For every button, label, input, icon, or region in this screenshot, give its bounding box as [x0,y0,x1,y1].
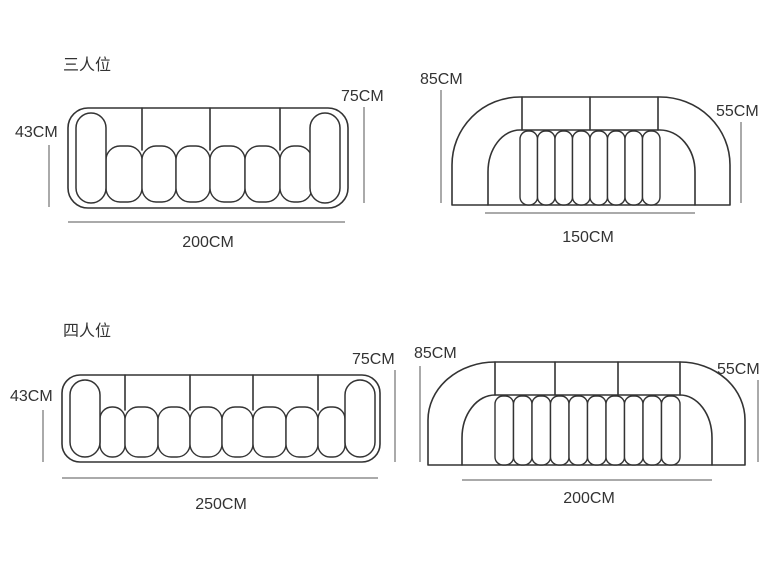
sofa-outline [67,107,349,209]
seat-cushion [285,406,319,458]
seat-cushion [99,406,126,458]
seat-cushion [189,406,223,458]
bottom-dimension-label: 150CM [562,229,614,246]
seat-cushion [589,130,609,206]
seat-cushion [519,130,539,206]
sofa-outline [61,374,381,463]
left-dimension-label: 43CM [10,388,53,405]
section-title: 四人位 [63,321,111,340]
seat-cushion [606,130,626,206]
seat-cushion [512,395,533,466]
seat-cushion [624,130,644,206]
front-view-sofa [61,374,381,463]
bottom-dimension-label: 250CM [195,496,247,513]
seat-cushion [252,406,287,458]
seat-cushion [531,395,552,466]
left-dimension-label: 85CM [414,345,457,362]
left-dimension-label: 85CM [420,71,463,88]
right-dimension-label: 75CM [352,351,395,368]
right-dimension-label: 55CM [717,361,760,378]
seat-cushion [641,130,661,206]
bottom-dimension-label: 200CM [182,234,234,251]
seat-cushion [279,145,313,203]
seat-cushion [554,130,574,206]
right-arm [344,379,376,458]
front-view-sofa [67,107,349,209]
seat-cushion [244,145,281,203]
curved-view-sofa [451,96,731,206]
left-arm [75,112,107,204]
section-four-seater: 四人位 43CM 75CM 250CM [10,321,760,513]
seat-cushion [157,406,191,458]
seat-cushion [571,130,591,206]
bottom-dimension-label: 200CM [563,490,615,507]
seat-cushion [141,145,177,203]
seat-cushion [494,395,515,466]
seat-cushion [642,395,663,466]
left-dimension-label: 43CM [15,124,58,141]
seat-cushion [317,406,346,458]
right-arm [309,112,341,204]
curved-view-sofa [427,361,746,466]
section-three-seater: 三人位 43CM 75CM 200CM [15,55,759,251]
left-arm [69,379,101,458]
seat-cushion [605,395,626,466]
right-dimension-label: 55CM [716,103,759,120]
seat-cushion [105,145,143,203]
section-title: 三人位 [63,55,111,74]
seat-cushion [568,395,589,466]
seat-cushion [623,395,644,466]
inner-arch [461,394,713,466]
sofa-outline [451,96,731,206]
seat-cushion [175,145,211,203]
seat-cushion [536,130,556,206]
seat-cushion [660,395,681,466]
seat-cushion [209,145,246,203]
seat-cushion [124,406,159,458]
seat-cushion [549,395,570,466]
right-dimension-label: 75CM [341,88,384,105]
seat-cushion [586,395,607,466]
seat-cushion [221,406,254,458]
